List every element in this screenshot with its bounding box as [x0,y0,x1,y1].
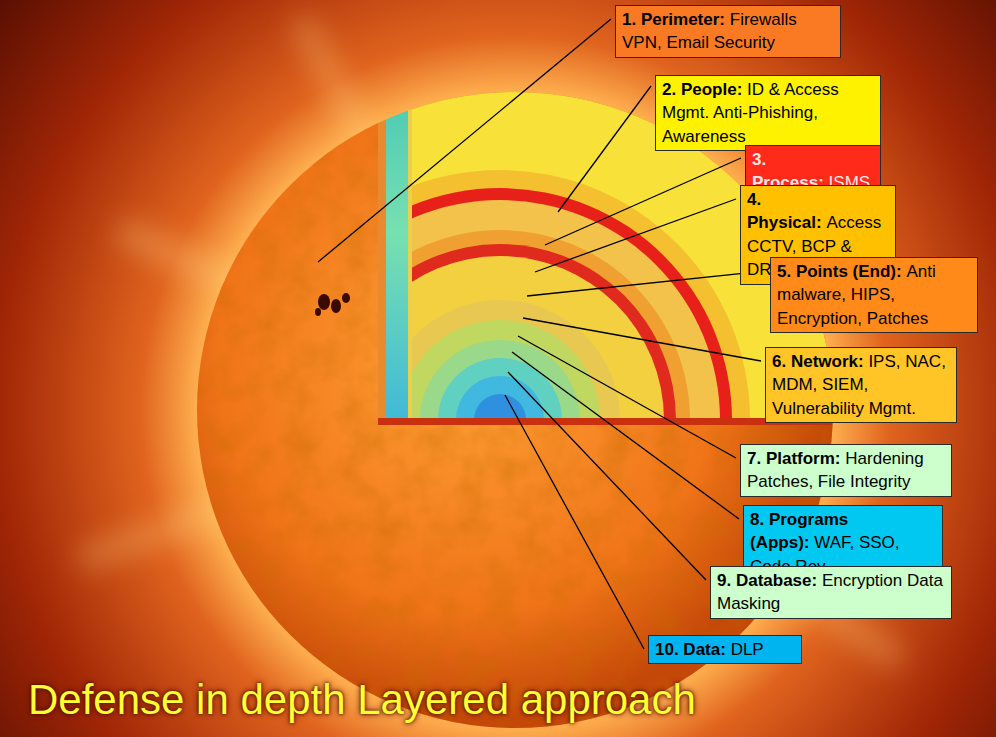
layer-heading: 2. People: [662,80,742,99]
layer-box: 6. Network:IPS, NAC, MDM, SIEM, Vulnerab… [765,347,957,423]
layer-heading: 6. Network: [772,352,864,371]
layer-heading: 7. Platform: [747,449,841,468]
layer-box: 9. Database:Encryption Data Masking [710,566,952,619]
layer-heading: 4. Physical: [747,190,822,232]
layer-box: 5. Points (End):Anti malware, HIPS, Encr… [770,257,978,333]
layer-heading: 5. Points (End): [777,262,902,281]
layer-heading: 1. Perimeter: [622,10,725,29]
sunspots [315,293,350,316]
layer-heading: 10. Data: [655,640,726,659]
layer-box: 2. People:ID & Access Mgmt. Anti-Phishin… [655,75,881,151]
layer-box: 1. Perimeter:Firewalls VPN, Email Securi… [615,5,841,58]
layer-box: 7. Platform:Hardening Patches, File Inte… [740,444,952,497]
diagram-title: Defense in depth Layered approach [28,676,696,724]
layer-controls: DLP [731,640,764,659]
layer-heading: 9. Database: [717,571,817,590]
layer-box: 10. Data: DLP [648,635,802,664]
